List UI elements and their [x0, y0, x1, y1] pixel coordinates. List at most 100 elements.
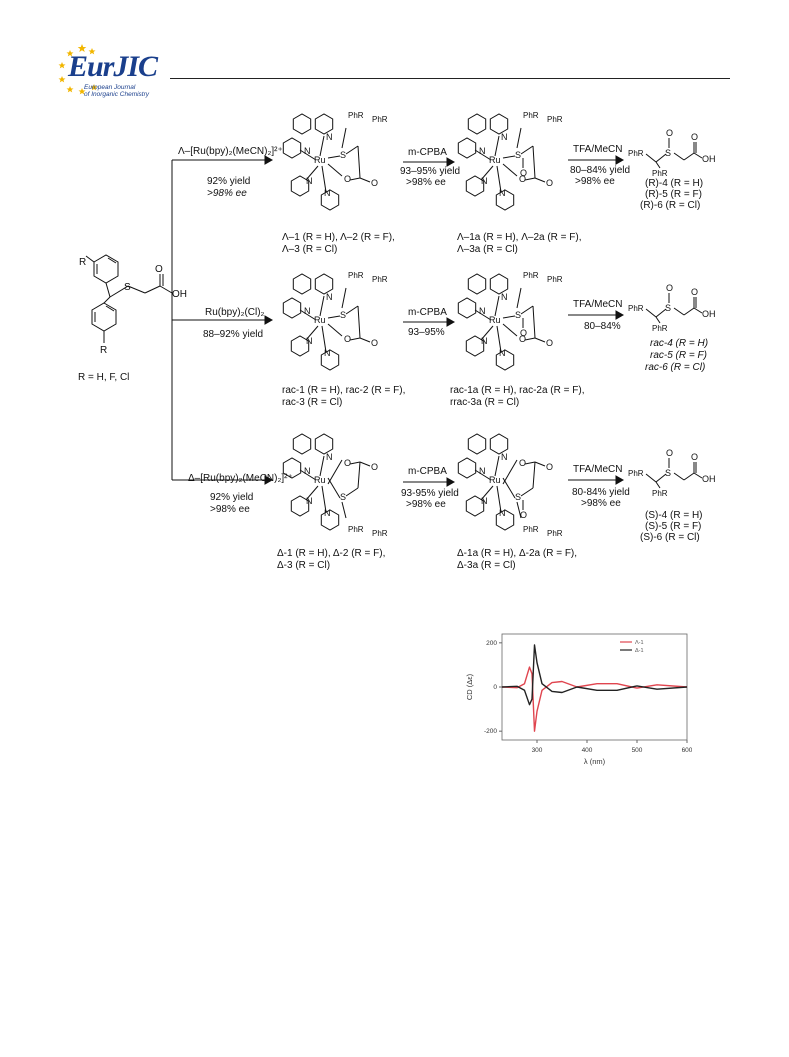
pyridine-ring	[489, 273, 509, 295]
ph-label: PhR	[348, 525, 364, 534]
ch2-bond	[357, 461, 361, 489]
s-atom-label: S	[340, 492, 346, 502]
oh-label: OH	[702, 474, 716, 484]
lambda-cleave-yield: 80–84% yield	[570, 165, 631, 176]
pyridine-ring	[290, 335, 310, 357]
delta-yield: 92% yield	[210, 492, 254, 503]
ch2-bond	[357, 305, 361, 339]
rac-cleave-reagent: TFA/MeCN	[573, 299, 623, 310]
delta-ox-yield: 93-95% yield	[401, 488, 459, 499]
ru-n-bond	[299, 149, 317, 161]
ru-atom-label: Ru	[314, 155, 326, 165]
delta-ox-label-1: Δ-1a (R = H), Δ-2a (R = F),	[457, 548, 578, 559]
o-atom-label: O	[546, 462, 553, 472]
n-atom-label: N	[479, 146, 486, 156]
c-o-double-bond	[534, 337, 546, 343]
ru-n-bond	[299, 469, 317, 481]
lambda-product-1: (R)-4 (R = H)	[645, 178, 704, 189]
ch2-bond	[673, 472, 685, 481]
o-atom-label: O	[691, 287, 698, 297]
n-atom-label: N	[501, 452, 508, 462]
n-atom-label: N	[304, 466, 311, 476]
ru-n-bond	[474, 469, 492, 481]
o-atom-label: O	[546, 178, 553, 188]
pyridine-ring	[467, 273, 487, 295]
n-atom-label: N	[481, 176, 488, 186]
x-tick-label: 600	[682, 747, 692, 754]
rac-yield: 88–92% yield	[203, 329, 264, 340]
pyridine-ring	[314, 433, 334, 455]
sulfoxide-o-label: O	[666, 128, 673, 138]
n-atom-label: N	[326, 292, 333, 302]
n-atom-label: N	[501, 292, 508, 302]
pyridine-ring	[314, 273, 334, 295]
n-atom-label: N	[499, 348, 506, 358]
c-ph-bond	[655, 161, 661, 169]
ph-label: PhR	[652, 169, 668, 178]
c-s-bond	[345, 145, 359, 155]
ru-n-bond	[494, 135, 500, 157]
lambda-reagent: Λ–[Ru(bpy)₂(MeCN)₂]²⁺	[178, 146, 283, 157]
ru-n-bond	[299, 309, 317, 321]
n-atom-label: N	[479, 466, 486, 476]
ru-o-bond	[327, 323, 343, 337]
lambda-ee: >98% ee	[207, 188, 247, 199]
s-atom-label: S	[515, 492, 521, 502]
ru-atom-label: Ru	[314, 475, 326, 485]
c-c-bond	[645, 308, 657, 318]
n-atom-label: N	[499, 508, 506, 518]
lambda-product-3: (R)-6 (R = Cl)	[640, 200, 701, 211]
svg-text:R: R	[100, 345, 107, 356]
ch2-bond	[673, 307, 685, 316]
delta-complex-label-1: Δ-1 (R = H), Δ-2 (R = F),	[277, 548, 386, 559]
pyridine-ring	[292, 113, 312, 135]
delta-ee: >98% ee	[210, 504, 250, 515]
ru-n-bond	[474, 149, 492, 161]
legend-label: Δ-1	[635, 648, 644, 654]
rac-ox-yield: 93–95%	[408, 327, 445, 338]
ru-s-bond	[327, 155, 341, 159]
delta-product-2: (S)-5 (R = F)	[645, 521, 702, 532]
sulfoxide-o-label: O	[520, 510, 527, 520]
legend-label: Λ-1	[635, 640, 644, 646]
ph-label: PhR	[628, 469, 644, 478]
n-atom-label: N	[326, 452, 333, 462]
c-s-bond	[345, 305, 359, 315]
ph-label: PhR	[348, 271, 364, 280]
n-atom-label: N	[324, 508, 331, 518]
lambda-complex-label-2: Λ–3 (R = Cl)	[282, 244, 338, 255]
pyridine-ring	[457, 457, 477, 479]
c-o-bond	[349, 177, 361, 181]
ru-s-bond	[327, 315, 341, 319]
sulfoxide-o-label: O	[666, 283, 673, 293]
n-atom-label: N	[306, 176, 313, 186]
ru-n-bond	[321, 325, 327, 353]
sulfoxide-o-label: O	[666, 448, 673, 458]
ru-o-bond	[502, 323, 518, 337]
svg-text:O: O	[155, 264, 163, 275]
pyridine-ring	[465, 335, 485, 357]
c-o-double-bond	[359, 461, 371, 467]
pyridine-ring	[290, 495, 310, 517]
ph-label: PhR	[348, 111, 364, 120]
o-atom-label: O	[519, 174, 526, 184]
lambda-ox-label-1: Λ–1a (R = H), Λ–2a (R = F),	[457, 232, 582, 243]
rac-complex-label-1: rac-1 (R = H), rac-2 (R = F),	[282, 385, 406, 396]
s-c-bond	[341, 287, 347, 309]
pyridine-ring	[282, 457, 302, 479]
ru-n-bond	[321, 485, 327, 513]
c-ph-bond	[655, 316, 661, 324]
c-o-double-bond	[359, 177, 371, 183]
plot-frame	[501, 633, 688, 741]
c-oh-bond	[693, 307, 703, 314]
header-rule	[170, 78, 730, 79]
pyridine-ring	[282, 297, 302, 319]
series-line	[501, 644, 688, 706]
c-o-bond	[524, 461, 536, 465]
logo-subtitle-1: European Journal	[84, 84, 136, 91]
